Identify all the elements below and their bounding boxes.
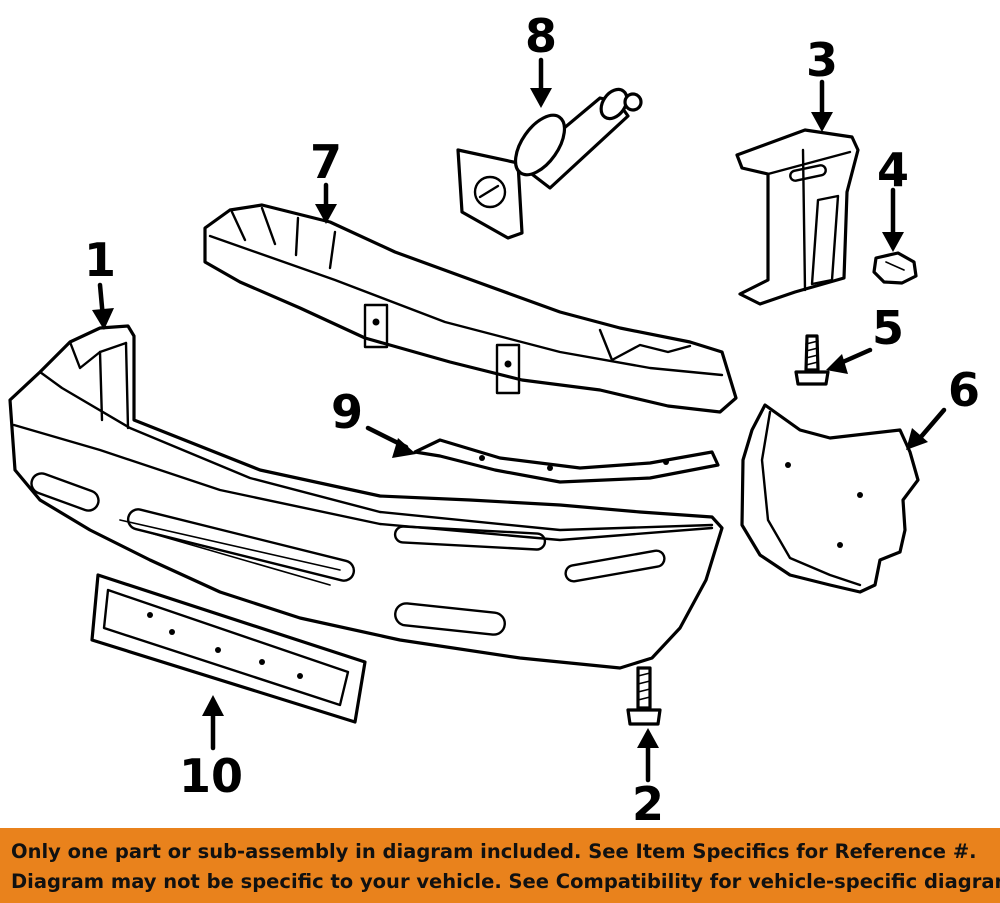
leader-lines [92, 57, 947, 783]
lower-bolt-part[interactable] [626, 666, 662, 726]
callout-numbers: 1 2 3 4 5 6 7 8 9 10 [84, 9, 980, 828]
callout-5: 5 [872, 301, 904, 355]
license-plate-bracket-part[interactable] [90, 573, 367, 724]
retainer-nut-part[interactable] [872, 251, 918, 285]
callout-3: 3 [806, 33, 838, 87]
callout-10: 10 [179, 749, 243, 803]
screw-part[interactable] [794, 334, 830, 386]
callout-9: 9 [331, 385, 363, 439]
parts-diagram: 1 2 3 4 5 6 7 8 9 10 [8, 9, 980, 828]
splash-shield-part[interactable] [740, 403, 920, 594]
upper-filler-strip-part[interactable] [413, 438, 720, 484]
callout-8: 8 [525, 9, 557, 63]
disclaimer-line-2: Diagram may not be specific to your vehi… [11, 870, 1000, 893]
disclaimer-banner: Only one part or sub-assembly in diagram… [0, 828, 1000, 903]
energy-absorber-part[interactable] [456, 85, 643, 240]
callout-2: 2 [632, 777, 664, 828]
callout-7: 7 [310, 135, 342, 189]
side-bracket-part[interactable] [735, 128, 860, 306]
callout-4: 4 [877, 143, 909, 197]
callout-1: 1 [84, 233, 116, 287]
callout-6: 6 [948, 363, 980, 417]
disclaimer-line-1: Only one part or sub-assembly in diagram… [11, 840, 977, 863]
bumper-cover-part[interactable] [8, 324, 724, 670]
reinforcement-bar-part[interactable] [203, 203, 738, 414]
